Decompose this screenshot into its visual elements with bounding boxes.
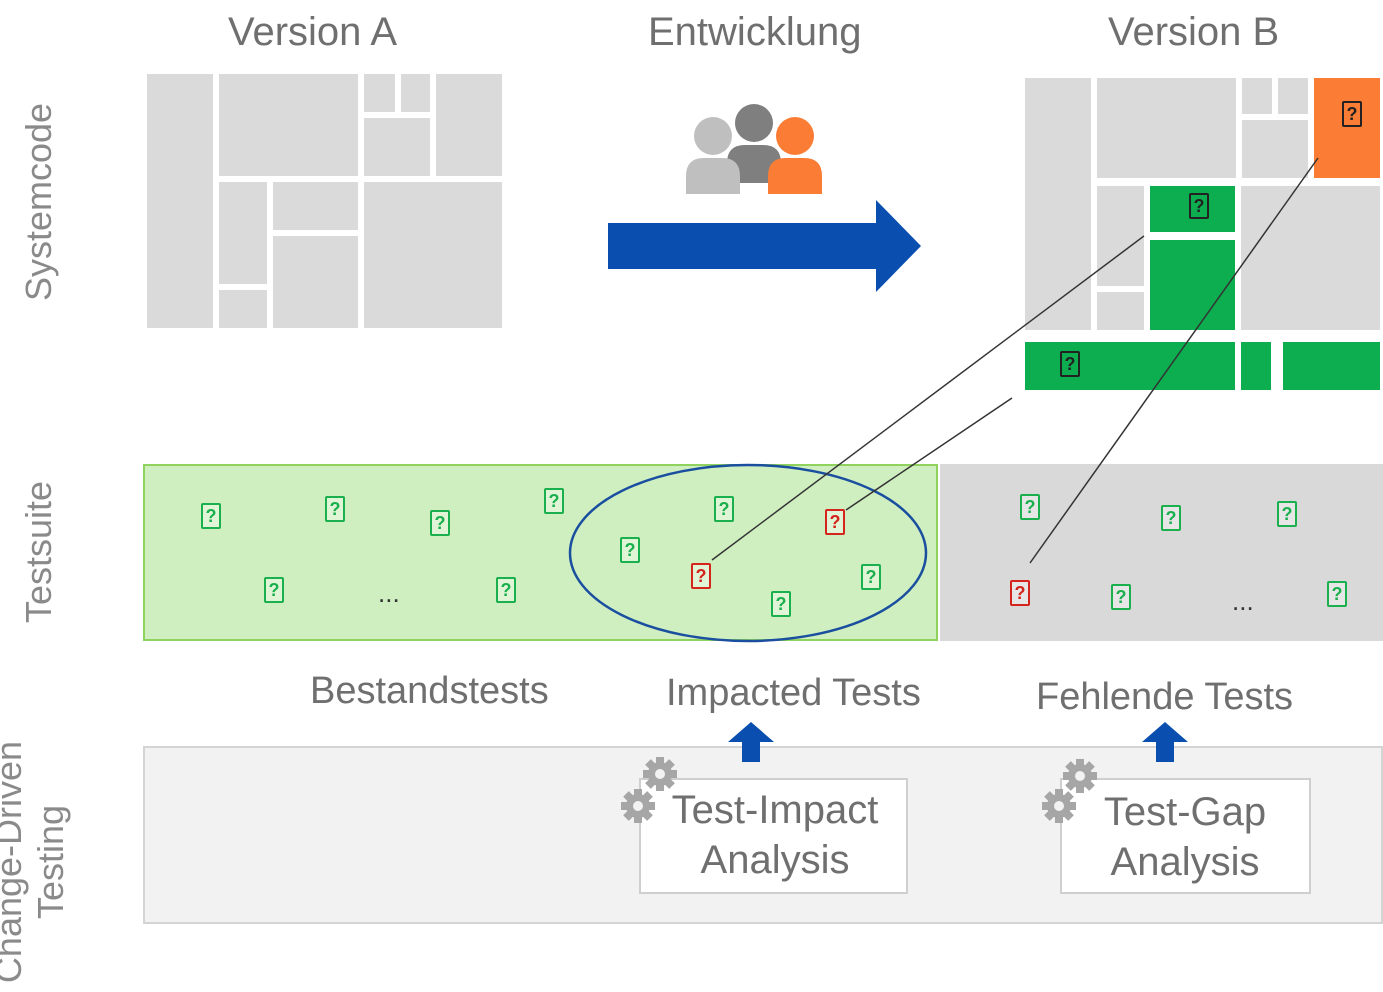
code-marker: ? [1060,351,1080,377]
test-gap-analysis-box[interactable] [1060,778,1311,894]
code-block [364,74,395,112]
test-marker: ? [430,510,450,536]
changed-code-block [1241,342,1271,390]
failing-test-marker: ? [825,509,845,535]
changed-code-block [1283,342,1380,390]
code-block [273,236,358,328]
impacted-test-marker: ? [861,564,881,590]
testsuite-missing-area [940,464,1383,641]
code-block [1097,186,1144,286]
code-block [1097,78,1236,178]
code-block [1278,78,1308,114]
impacted-test-marker: ? [771,591,791,617]
tia-line2: Analysis [700,838,850,882]
code-block [219,290,267,328]
code-block [147,74,213,328]
ellipsis: ... [1232,586,1254,616]
test-marker: ? [264,577,284,603]
test-marker: ? [1161,505,1181,531]
code-block [219,74,358,176]
header-version-a: Version A [228,10,398,54]
code-block [219,182,267,284]
row-label-testsuite: Testsuite [18,480,59,624]
tia-line1: Test-Impact [671,788,879,832]
row-label-systemcode: Systemcode [18,102,59,302]
changed-code-block [1025,342,1235,390]
row-label-change-driven-line1: Change-Driven [0,740,29,984]
code-block [436,74,502,176]
code-block [1097,292,1144,330]
test-marker: ? [1111,584,1131,610]
tga-line1: Test-Gap [1103,790,1267,834]
label-missing-tests: Fehlende Tests [1036,676,1294,718]
code-block [1242,120,1308,178]
new-code-block [1314,78,1380,178]
test-impact-analysis-box[interactable] [639,778,908,894]
ellipsis: ... [378,578,400,608]
row-label-change-driven: Change-Driven Testing [0,732,72,992]
code-block [401,74,430,112]
failing-test-marker: ? [1010,580,1030,606]
code-marker: ? [1189,193,1209,219]
test-marker: ? [1277,501,1297,527]
header-development: Entwicklung [648,10,862,54]
code-marker: ? [1342,101,1362,127]
test-marker: ? [201,503,221,529]
impacted-test-marker: ? [620,537,640,563]
test-marker: ? [544,488,564,514]
code-block [1025,78,1091,330]
failing-test-marker: ? [691,563,711,589]
label-impacted-tests: Impacted Tests [666,672,921,714]
code-block [273,182,358,230]
testsuite-existing-area [143,464,938,641]
test-gap-analysis-label: Test-Gap Analysis [1085,787,1285,887]
code-block [1242,78,1272,114]
test-marker: ? [1020,494,1040,520]
changed-code-block [1150,240,1235,330]
label-existing-tests: Bestandstests [310,670,549,712]
code-block [364,118,430,176]
header-version-b: Version B [1108,10,1280,54]
test-marker: ? [325,496,345,522]
test-marker: ? [1327,581,1347,607]
code-block [364,182,502,328]
test-impact-analysis-label: Test-Impact Analysis [660,785,890,885]
test-marker: ? [496,577,516,603]
tga-line2: Analysis [1110,840,1260,884]
row-label-change-driven-line2: Testing [30,804,71,920]
impacted-test-marker: ? [714,496,734,522]
code-block [1241,186,1380,330]
